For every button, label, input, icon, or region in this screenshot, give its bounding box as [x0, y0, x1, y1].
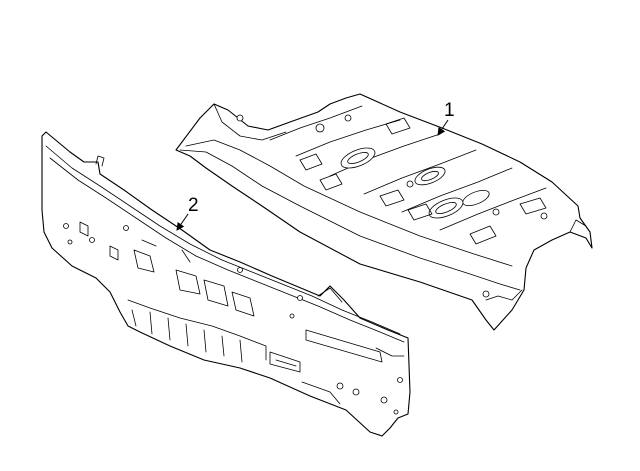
callout-2: 2 [176, 195, 199, 231]
callout-2-leader [176, 213, 189, 231]
part-1-rear-floor-panel [175, 93, 593, 331]
callout-1-label: 1 [444, 100, 455, 121]
callout-1: 1 [437, 100, 455, 136]
callout-2-label: 2 [188, 195, 199, 216]
part-2-back-panel [41, 131, 411, 437]
callout-1-leader [437, 119, 449, 136]
